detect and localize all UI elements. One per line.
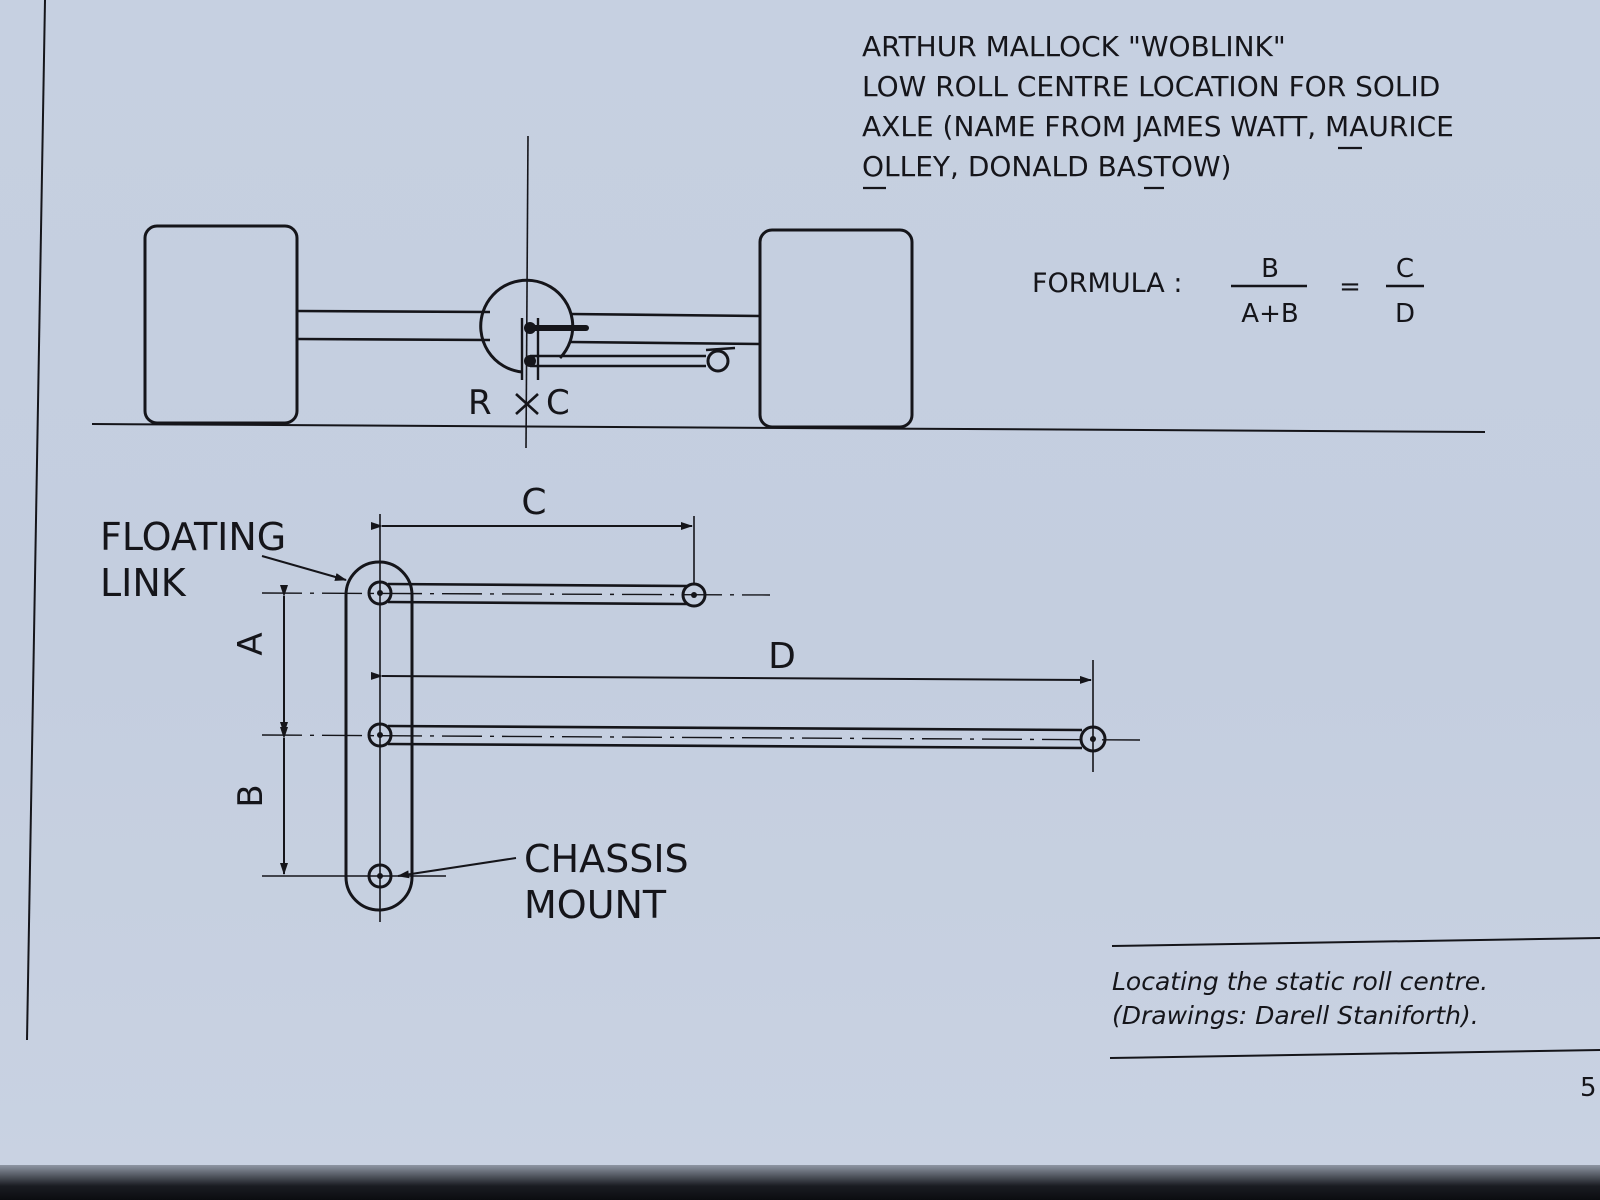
formula-label: FORMULA : — [1032, 268, 1182, 299]
floating-link-label-line-2: LINK — [100, 561, 187, 605]
axle-tube-left-bottom — [296, 337, 491, 342]
formula-rhs-denominator: D — [1395, 299, 1415, 329]
formula: FORMULA : B A+B = C D — [1032, 254, 1424, 329]
page-margin-line — [26, 0, 46, 1041]
roll-centre-label-r: R — [468, 383, 492, 423]
short-link-centreline — [261, 592, 771, 596]
book-page — [0, 0, 1600, 1175]
chassis-mount-label-line-2: MOUNT — [524, 883, 667, 927]
chassis-mount-pivot — [367, 863, 393, 889]
page-edge-shadow — [0, 1165, 1600, 1200]
formula-rhs-numerator: C — [1396, 254, 1414, 284]
formula-lhs-denominator: A+B — [1241, 299, 1298, 329]
title-block: ARTHUR MALLOCK "WOBLINK" LOW ROLL CENTRE… — [862, 30, 1454, 190]
lower-link — [530, 354, 706, 368]
axle-tube-right-bottom — [569, 340, 761, 346]
page-number: 5 — [1580, 1073, 1597, 1103]
short-link-top — [387, 582, 689, 588]
caption-line-2: (Drawings: Darell Staniforth). — [1112, 1001, 1479, 1030]
dim-d-label: D — [768, 636, 796, 677]
floating-link-leader — [261, 555, 347, 581]
long-link-pivot-floating — [367, 722, 393, 748]
short-link-pivot-floating — [367, 580, 393, 606]
right-wheel — [758, 228, 914, 429]
axle-tube-left-top — [296, 309, 491, 314]
chassis-mount-pivot-dot — [377, 873, 383, 879]
axle-tube-right-top — [569, 312, 761, 318]
formula-equals: = — [1339, 272, 1361, 302]
title-line-2: LOW ROLL CENTRE LOCATION FOR SOLID — [862, 70, 1440, 103]
roll-centre-cross-b — [515, 393, 539, 415]
lower-link-pivot — [524, 355, 536, 367]
long-link-centreline — [261, 734, 1141, 741]
dim-c-label: C — [521, 482, 546, 523]
left-wheel — [143, 224, 299, 425]
title-line-1: ARTHUR MALLOCK "WOBLINK" — [862, 30, 1286, 63]
short-link-pivot-floating-dot — [377, 590, 383, 596]
title-line-3: AXLE (NAME FROM JAMES WATT, MAURICE — [862, 110, 1454, 143]
long-link-bottom — [387, 742, 1083, 750]
dim-b-label: B — [231, 784, 271, 807]
formula-lhs-numerator: B — [1261, 254, 1279, 284]
dim-a-label: A — [231, 632, 271, 655]
vertical-centre-line — [525, 135, 529, 449]
differential-housing — [479, 278, 575, 374]
floating-link-label-line-1: FLOATING — [100, 515, 286, 559]
chassis-mount-leader — [397, 857, 517, 879]
long-link-pivot-floating-dot — [377, 732, 383, 738]
lower-link-chassis-mount — [706, 349, 730, 373]
caption-block: Locating the static roll centre. (Drawin… — [1109, 937, 1600, 1059]
caption-rule-top — [1111, 937, 1600, 947]
chassis-mount-bracket — [705, 346, 736, 352]
chassis-mount-label-line-1: CHASSIS — [524, 837, 689, 881]
short-link-pivot-chassis-dot — [691, 592, 697, 598]
caption-line-1: Locating the static roll centre. — [1112, 967, 1488, 996]
long-link-top — [387, 724, 1083, 732]
roll-centre-label-c: C — [546, 383, 570, 423]
caption-rule-bottom — [1109, 1049, 1600, 1059]
short-link-bottom — [387, 600, 689, 606]
linkage-view: C D A B FLOATING LINK CHASSIS MOUNT — [100, 482, 1141, 927]
upper-link-pivot — [524, 322, 536, 334]
dim-d-line — [370, 671, 1092, 684]
title-line-4: OLLEY, DONALD BASTOW) — [862, 150, 1231, 183]
axle-view: R C — [91, 135, 1486, 449]
